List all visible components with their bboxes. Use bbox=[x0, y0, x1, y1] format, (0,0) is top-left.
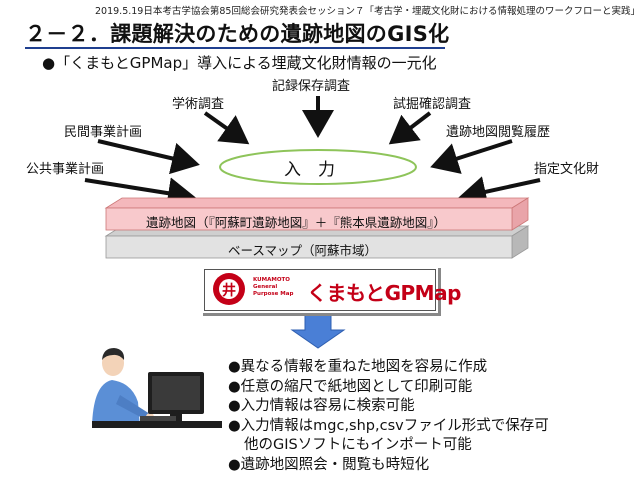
subtitle: ●「くまもとGPMap」導入による埋蔵文化財情報の一元化 bbox=[42, 54, 437, 72]
label-kokyo: 公共事業計画 bbox=[26, 162, 105, 177]
label-shitei: 指定文化財 bbox=[534, 162, 600, 177]
iseki-layer-top bbox=[104, 197, 530, 209]
arrow-shitei bbox=[458, 176, 541, 208]
down-arrow bbox=[290, 307, 346, 349]
arrow-gakujutsu bbox=[203, 111, 250, 145]
list-item: ●遺跡地図照会・閲覧も時短化 bbox=[228, 456, 430, 473]
list-item: 他のGISソフトにもインポート可能 bbox=[244, 437, 472, 453]
iseki-layer-front bbox=[105, 207, 513, 231]
arrow-kokyo bbox=[84, 177, 196, 210]
label-shikutsu: 試掘確認調査 bbox=[393, 97, 472, 112]
label-minkan: 民間事業計画 bbox=[64, 125, 143, 140]
list-item: ●任意の縮尺で紙地図として印刷可能 bbox=[228, 378, 473, 395]
gpmap-logo: 井 KUMAMOTO General Purpose Map くまもとGPMap bbox=[204, 269, 461, 311]
page-title: ２－２．課題解決のための遺跡地図のGIS化 bbox=[25, 22, 450, 46]
title-underline bbox=[25, 47, 445, 49]
list-item: ●入力情報は容易に検索可能 bbox=[228, 398, 415, 414]
person-computer-illustration bbox=[92, 348, 222, 428]
arrow-minkan bbox=[97, 139, 200, 175]
header-note: 2019.5.19日本考古学協会第85回総会研究発表会セッション７「考古学・埋蔵… bbox=[95, 6, 638, 17]
label-etsuran: 遺跡地図閲覧履歴 bbox=[446, 125, 551, 140]
arrow-shikutsu bbox=[388, 111, 432, 145]
gpmap-name: くまもとGPMap bbox=[307, 281, 461, 305]
feature-list: ●異なる情報を重ねた地図を容易に作成 ●任意の縮尺で紙地図として印刷可能 ●入力… bbox=[228, 358, 549, 475]
gpmap-seal-icon: 井 bbox=[213, 273, 245, 305]
base-layer-front bbox=[105, 235, 513, 259]
gpmap-small-text: KUMAMOTO General Purpose Map bbox=[253, 277, 294, 297]
iseki-layer-label: 遺跡地図（『阿蘇町遺跡地図』＋『熊本県遺跡地図』） bbox=[146, 215, 447, 230]
input-ellipse bbox=[219, 149, 417, 185]
base-layer-label: ベースマップ（阿蘇市域） bbox=[228, 243, 378, 258]
label-gakujutsu: 学術調査 bbox=[172, 97, 225, 112]
label-kiroku: 記録保存調査 bbox=[272, 79, 351, 94]
list-item: ●異なる情報を重ねた地図を容易に作成 bbox=[228, 359, 488, 375]
input-center-label: 入 力 bbox=[284, 160, 335, 180]
arrow-etsuran bbox=[430, 139, 513, 174]
list-item: ●入力情報はmgc,shp,csvファイル形式で保存可 bbox=[228, 417, 549, 434]
